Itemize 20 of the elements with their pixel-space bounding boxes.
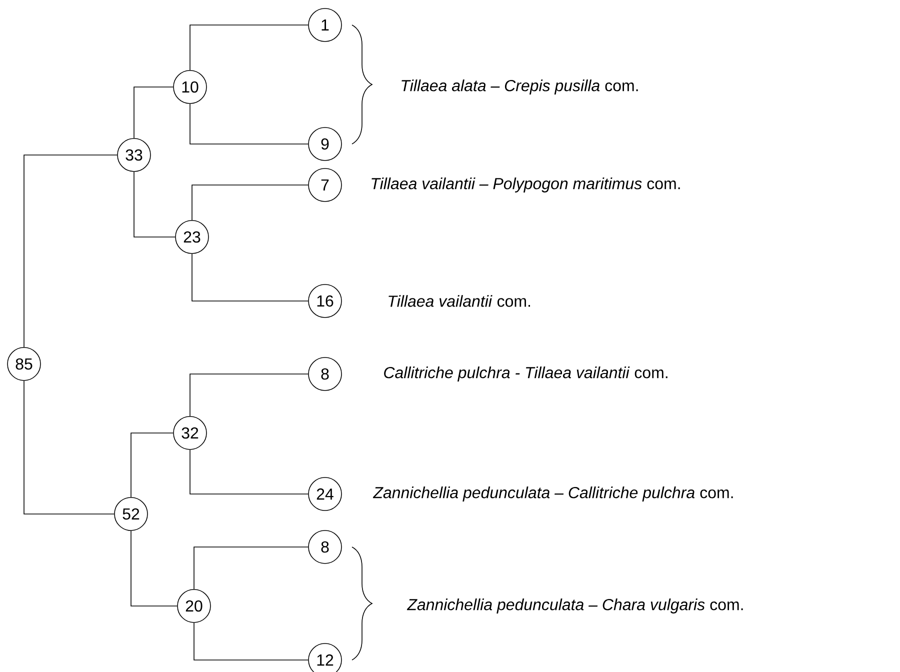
connector-line <box>24 380 114 514</box>
community-label: Tillaea vailantii – Polypogon maritimus com. <box>372 178 680 192</box>
connector-line <box>24 154 118 348</box>
community-label: Zannichellia pedunculata – Chara vulgaris com. <box>406 598 743 614</box>
connector-line <box>190 450 308 494</box>
community-label: Callitriche pulchra - Tillaea vailantii com. <box>384 366 668 382</box>
connector-line <box>190 104 308 144</box>
connector-line <box>192 253 308 302</box>
connector-line <box>192 184 308 220</box>
connector-line <box>190 374 308 416</box>
connector-line <box>194 622 308 660</box>
connector-line <box>134 171 176 238</box>
community-label: Zannichellia pedunculata – Callitriche pulchra com. <box>372 486 733 502</box>
community-label: Tillaea alata – Crepis pusilla com. <box>402 80 638 94</box>
community-label: Tillaea vailantii com. <box>388 295 530 307</box>
connector-line <box>130 530 178 606</box>
connector-line <box>130 432 174 498</box>
connector-line <box>134 86 174 138</box>
connector-line <box>190 24 308 70</box>
connector-line <box>194 546 308 590</box>
